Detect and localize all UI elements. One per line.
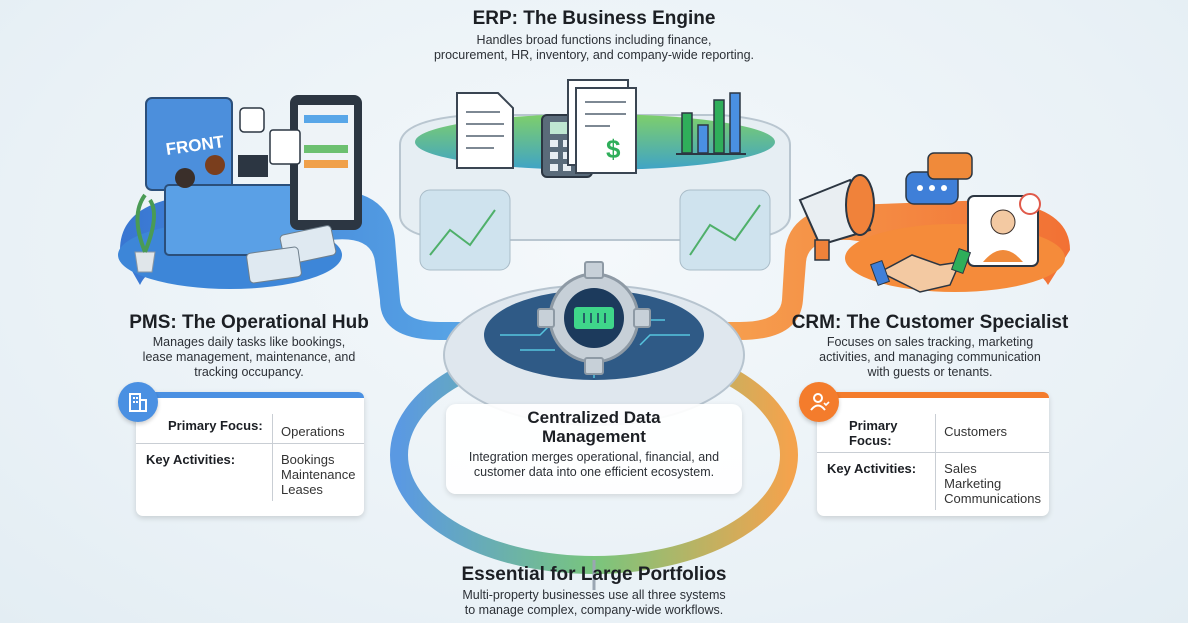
pms-activity-item: Bookings [281,452,335,467]
customer-avatar-icon [967,193,1041,267]
crm-activity-item: Sales [944,461,977,476]
erp-desc-line2: procurement, HR, inventory, and company-… [433,48,755,62]
chat-bubble-icon [905,152,973,205]
crm-activity-item: Communications [944,491,1041,506]
customer-profile-icon [799,382,839,422]
megaphone-icon [798,174,875,261]
crm-activities-label: Key Activities: [827,461,917,476]
center-title-line2: Management [542,427,646,446]
pms-activity-item: Leases [281,482,323,497]
bottom-title: Essential for Large Portfolios [461,564,727,585]
erp-description: Handles broad functions including financ… [394,33,794,63]
crm-desc-line2: activities, and managing communication [819,350,1041,364]
erp-desc-line1: Handles broad functions including financ… [476,33,712,47]
pms-description: Manages daily tasks like bookings, lease… [108,335,390,380]
gear-icon [537,261,651,375]
pms-card-topbar [136,392,364,398]
crm-desc-line3: with guests or tenants. [867,365,993,379]
pms-primary-row: Primary Focus: Operations [136,414,364,444]
bottom-desc-line2: to manage complex, company-wide workflow… [464,603,724,617]
crm-card-table: Primary Focus: Customers Key Activities:… [817,414,1049,510]
pms-activities-list: Bookings Maintenance Leases [272,443,364,501]
bottom-desc-line1: Multi-property businesses use all three … [462,588,726,602]
center-desc-line2: customer data into one efficient ecosyst… [473,465,715,479]
crm-activity-item: Marketing [944,476,1002,491]
center-title-line1: Centralized Data [527,408,661,427]
handshake-icon [869,247,972,293]
invoice-icon: $ [567,79,637,174]
crm-primary-row: Primary Focus: Customers [817,414,1049,453]
central-data-box: Centralized Data Management Integration … [446,404,742,494]
crm-activities-row: Key Activities: Sales Marketing Communic… [817,452,1049,510]
pms-activities-label: Key Activities: [146,452,236,467]
pms-activities-row: Key Activities: Bookings Maintenance Lea… [136,443,364,501]
pms-card-table: Primary Focus: Operations Key Activities… [136,414,364,501]
crm-activities-list: Sales Marketing Communications [935,452,1049,510]
crm-info-card: Primary Focus: Customers Key Activities:… [817,392,1049,516]
pms-activity-item: Maintenance [281,467,356,482]
crm-primary-value: Customers [935,414,1049,453]
pms-desc-line1: Manages daily tasks like bookings, [152,335,346,349]
pms-info-card: Primary Focus: Operations Key Activities… [136,392,364,516]
erp-title: ERP: The Business Engine [472,8,716,29]
center-desc-line1: Integration merges operational, financia… [468,450,720,464]
pms-primary-value: Operations [272,414,364,444]
center-title: Centralized Data Management [446,408,742,446]
crm-card-topbar [817,392,1049,398]
crm-title: CRM: The Customer Specialist [791,312,1069,333]
crm-primary-label: Primary Focus: [817,414,936,453]
document-icon [456,92,514,169]
svg-text:$: $ [606,134,621,164]
pms-primary-label: Primary Focus: [136,414,273,444]
bar-chart-icon [676,92,746,155]
crm-desc-line1: Focuses on sales tracking, marketing [826,335,1034,349]
pms-title: PMS: The Operational Hub [129,312,369,333]
bottom-description: Multi-property businesses use all three … [394,588,794,618]
pms-desc-line3: tracking occupancy. [194,365,304,379]
center-description: Integration merges operational, financia… [446,450,742,480]
front-desk-illustration [134,95,362,284]
crm-description: Focuses on sales tracking, marketing act… [780,335,1080,380]
building-icon [118,382,158,422]
pms-desc-line2: lease management, maintenance, and [142,350,356,364]
